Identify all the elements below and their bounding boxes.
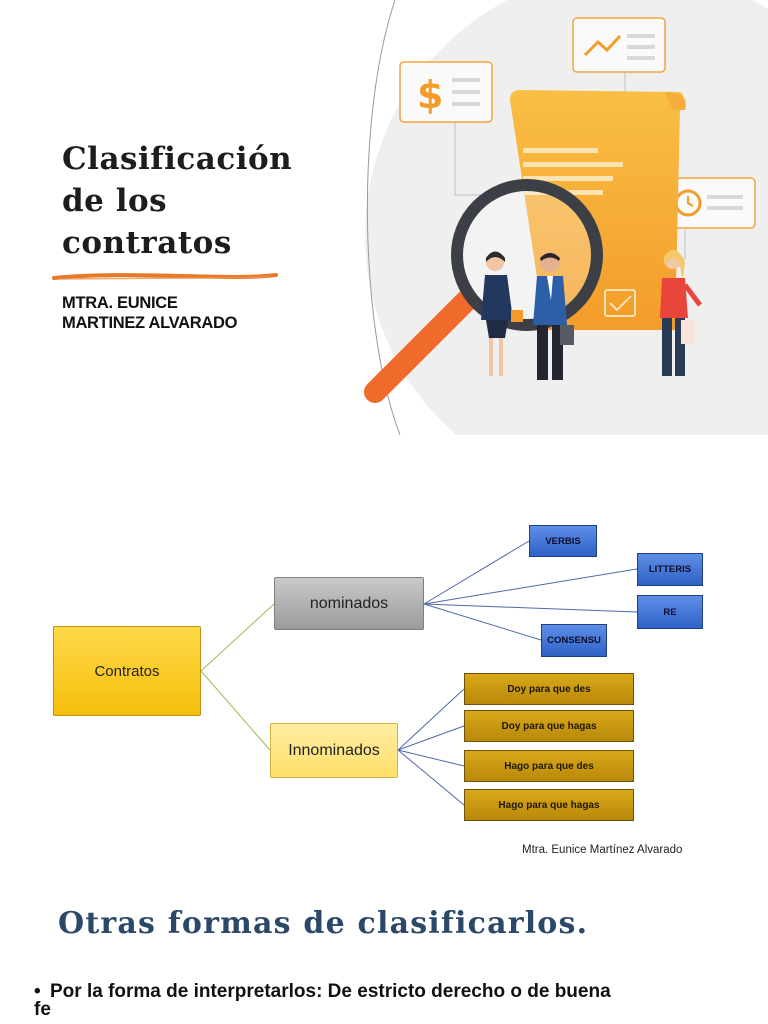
- svg-text:$: $: [417, 73, 443, 117]
- dollar-card-icon: $: [399, 61, 493, 123]
- orange-brush-divider: [52, 273, 278, 280]
- slide-gap: [0, 435, 768, 459]
- businesswoman-figure: [481, 251, 523, 376]
- bullet-text-line-1: Por la forma de interpretarlos: De estri…: [50, 981, 611, 1002]
- clock-card-icon: [669, 177, 756, 229]
- growth-card-icon: [572, 17, 666, 73]
- node-hago-para-que-hagas: Hago para que hagas: [464, 789, 634, 821]
- bullet-marker: •: [34, 981, 41, 1002]
- classification-slide: Otras formas de clasificarlos. • Por la f…: [0, 879, 768, 1024]
- author-name: MTRA. EUNICE MARTINEZ ALVARADO: [62, 293, 237, 333]
- businessman-figure: [533, 252, 574, 380]
- section-title: Otras formas de clasificarlos.: [58, 906, 589, 941]
- author-line-1: MTRA. EUNICE: [62, 294, 178, 312]
- title-line-1: Clasificación: [62, 141, 293, 177]
- contract-review-illustration: $: [364, 0, 768, 435]
- title-line-2: de los: [62, 183, 168, 219]
- author-line-2: MARTINEZ ALVARADO: [62, 314, 238, 332]
- node-doy-para-que-des: Doy para que des: [464, 673, 634, 705]
- title-slide: Clasificación de los contratos MTRA. EUN…: [0, 0, 768, 435]
- node-contratos: Contratos: [53, 626, 201, 716]
- node-innominados: Innominados: [270, 723, 398, 778]
- author-credit: Mtra. Eunice Martínez Alvarado: [522, 844, 683, 856]
- diagram-slide: Contratos nominados Innominados VERBIS L…: [0, 459, 768, 879]
- businesswoman-red-figure: [660, 249, 702, 376]
- node-doy-para-que-hagas: Doy para que hagas: [464, 710, 634, 742]
- node-verbis: VERBIS: [529, 525, 597, 557]
- node-litteris: LITTERIS: [637, 553, 703, 586]
- bullet-item: • Por la forma de interpretarlos: De estr…: [34, 981, 734, 1020]
- slide-title: Clasificación de los contratos: [62, 138, 302, 264]
- bullet-text-line-2: fe: [34, 999, 51, 1020]
- diagram-connectors: [200, 540, 638, 806]
- node-re: RE: [637, 595, 703, 629]
- node-consensu: CONSENSU: [541, 624, 607, 657]
- title-line-3: contratos: [62, 225, 232, 261]
- node-hago-para-que-des: Hago para que des: [464, 750, 634, 782]
- node-nominados: nominados: [274, 577, 424, 630]
